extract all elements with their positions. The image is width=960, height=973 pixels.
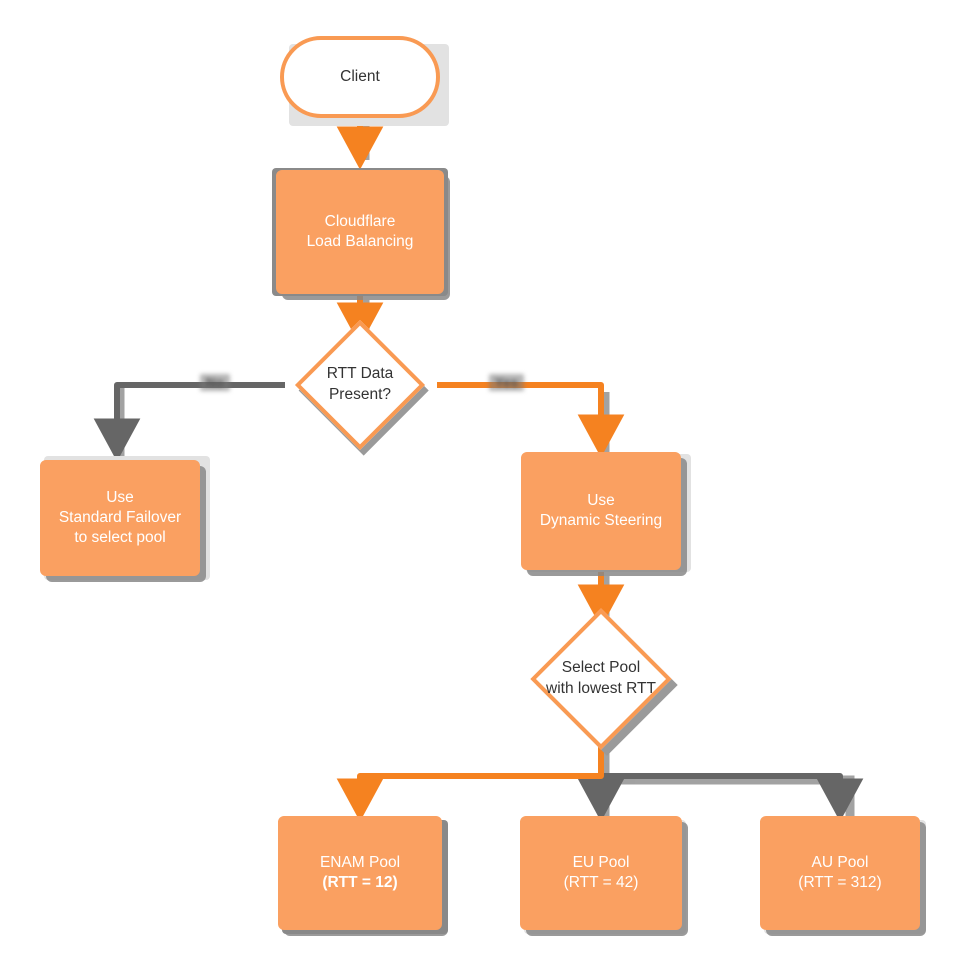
au-pool-label: AU Pool (RTT = 312) <box>798 853 881 893</box>
standard-failover-line2: Standard Failover <box>58 508 182 526</box>
standard-failover-line3: to select pool <box>74 529 166 547</box>
load-balancing-line2: Load Balancing <box>306 233 414 250</box>
load-balancing-label: Cloudflare Load Balancing <box>307 212 414 252</box>
dynamic-steering-label: Use Dynamic Steering <box>540 491 662 531</box>
node-eu-pool[interactable]: EU Pool (RTT = 42) <box>520 816 682 930</box>
node-rtt-decision[interactable]: RTT Data Present? <box>280 319 440 456</box>
dynamic-steering-line1: Use <box>587 491 615 509</box>
edge-decision-to-failover <box>93 382 285 462</box>
select-pool-line2: with lowest RTT <box>546 680 656 697</box>
eu-pool-line1: EU Pool <box>572 853 630 871</box>
node-load-balancing[interactable]: Cloudflare Load Balancing <box>276 170 444 294</box>
enam-pool-line1: ENAM Pool <box>319 853 401 871</box>
dynamic-steering-line2: Dynamic Steering <box>539 512 663 529</box>
node-enam-pool[interactable]: ENAM Pool (RTT = 12) <box>278 816 442 930</box>
eu-pool-label: EU Pool (RTT = 42) <box>564 853 639 893</box>
client-label: Client <box>340 67 380 85</box>
edge-select-to-au <box>601 773 864 822</box>
enam-pool-label: ENAM Pool (RTT = 12) <box>320 853 400 893</box>
load-balancing-line1: Cloudflare <box>324 212 396 230</box>
rtt-decision-label: RTT Data Present? <box>280 325 440 445</box>
standard-failover-line1: Use <box>106 488 134 506</box>
select-pool-line1: Select Pool <box>561 659 641 677</box>
edge-label-no: No <box>200 374 230 391</box>
rtt-decision-line2: Present? <box>328 386 392 403</box>
edge-label-yes: Yes <box>489 374 525 391</box>
node-select-pool[interactable]: Select Pool with lowest RTT <box>511 608 691 756</box>
enam-pool-line2: (RTT = 12) <box>322 874 398 891</box>
select-pool-label: Select Pool with lowest RTT <box>511 612 691 746</box>
node-client[interactable]: Client <box>280 36 440 118</box>
au-pool-line2: (RTT = 312) <box>798 874 882 891</box>
rtt-decision-line1: RTT Data <box>326 365 394 383</box>
node-standard-failover[interactable]: Use Standard Failover to select pool <box>40 460 200 576</box>
eu-pool-line2: (RTT = 42) <box>563 874 639 891</box>
edge-select-to-enam <box>336 742 604 822</box>
edge-decision-to-steering <box>437 382 625 458</box>
standard-failover-label: Use Standard Failover to select pool <box>59 488 181 548</box>
au-pool-line1: AU Pool <box>811 853 869 871</box>
node-au-pool[interactable]: AU Pool (RTT = 312) <box>760 816 920 930</box>
node-dynamic-steering[interactable]: Use Dynamic Steering <box>521 452 681 570</box>
